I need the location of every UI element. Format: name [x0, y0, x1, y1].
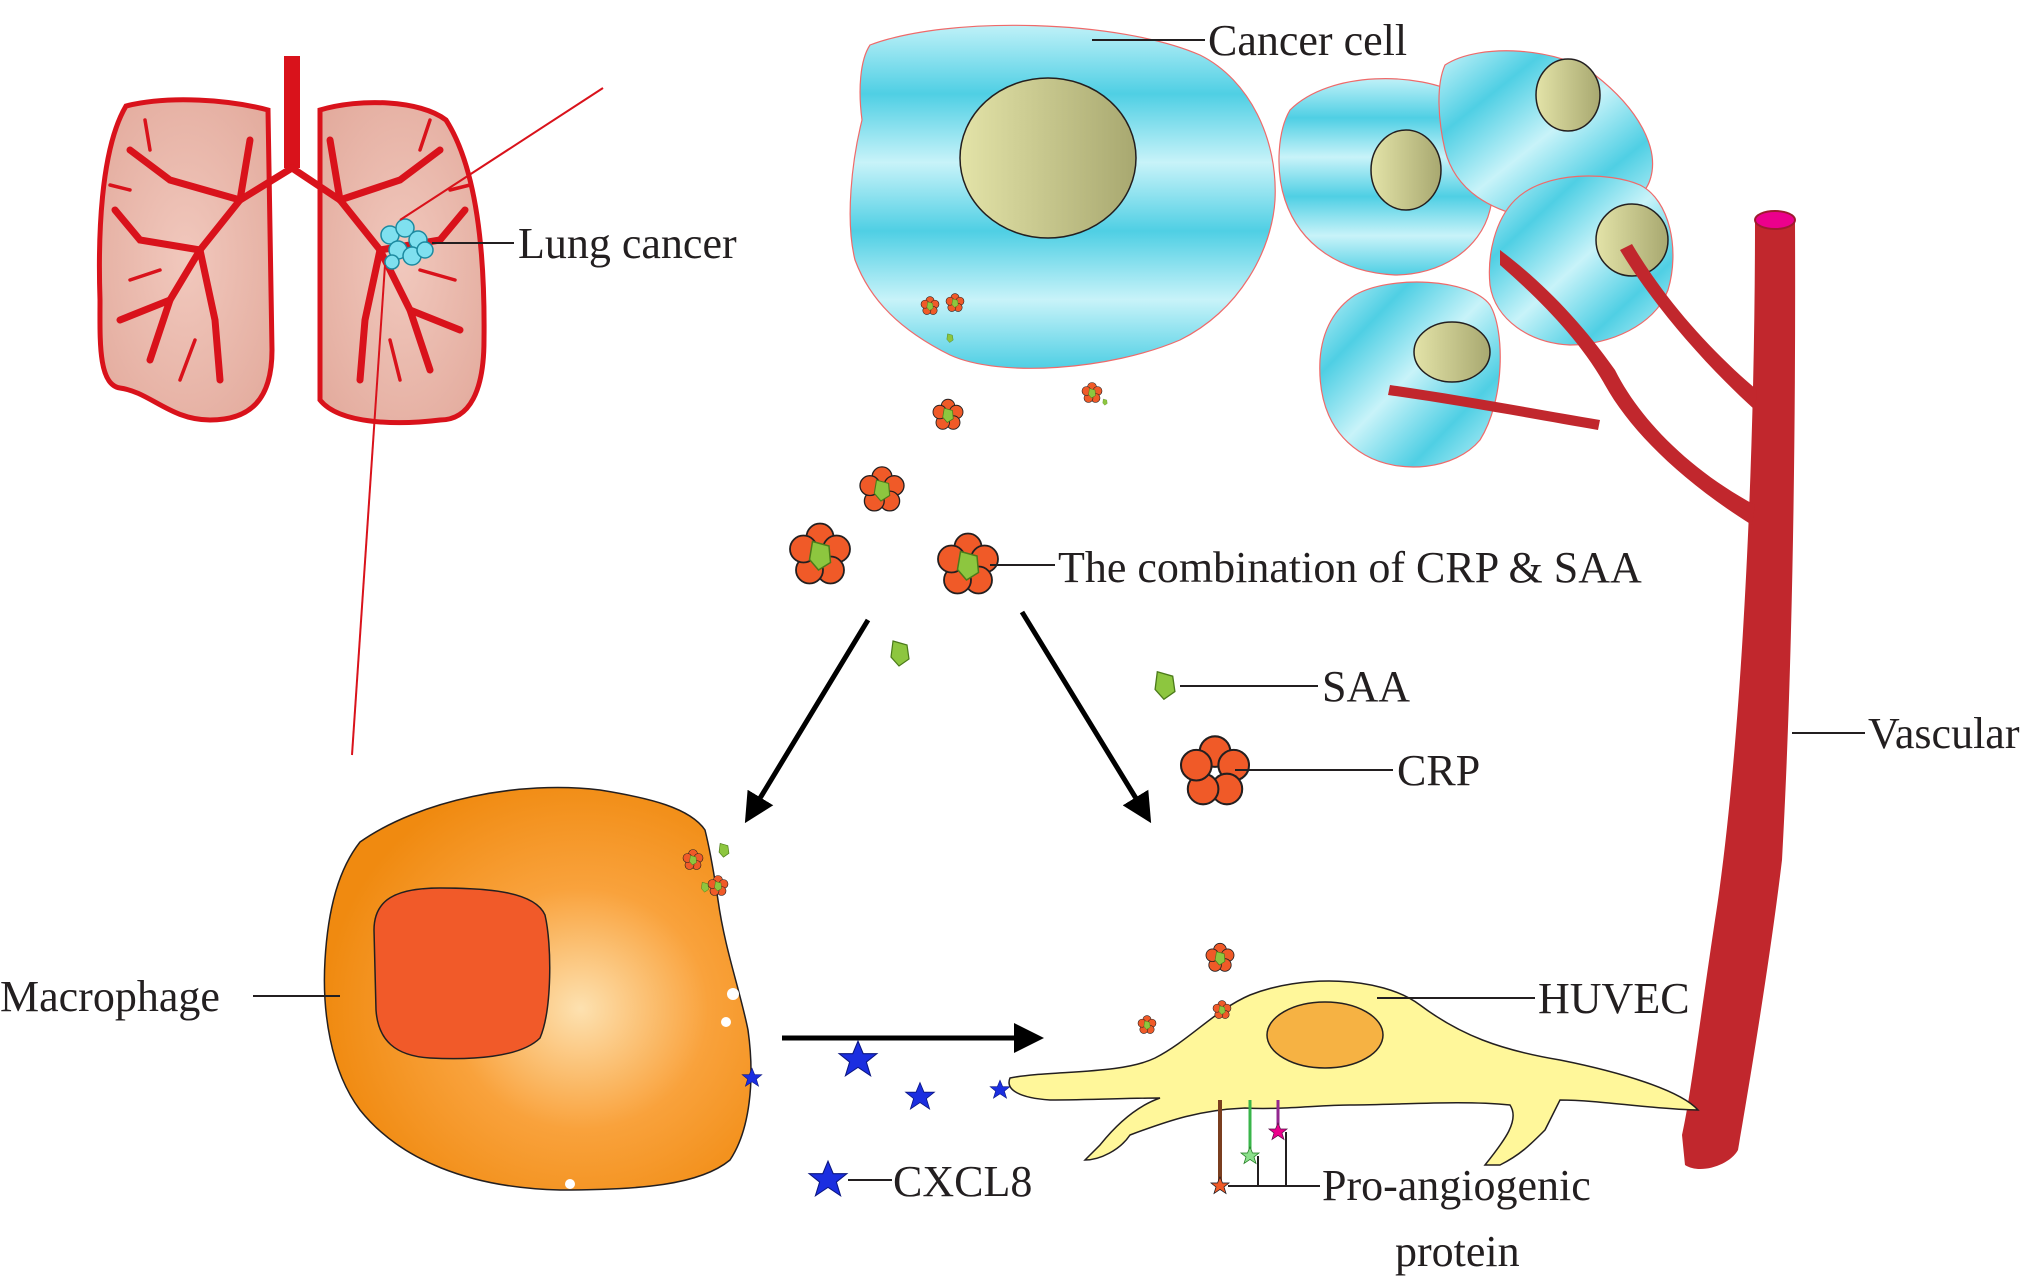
cancer-cell-icon: [849, 24, 1276, 369]
huvec-label: HUVEC: [1538, 974, 1690, 1023]
saa-icon: [1154, 671, 1176, 700]
macrophage-label: Macrophage: [0, 972, 220, 1021]
lung-cancer-label: Lung cancer: [518, 219, 737, 268]
vascular-label: Vascular: [1868, 709, 2020, 758]
blood-vessel-icon: [1388, 210, 1796, 1170]
macrophage-icon: [323, 786, 752, 1191]
cxcl8-legend-label: CXCL8: [893, 1157, 1032, 1206]
huvec-icon: [1008, 943, 1700, 1166]
pro-angiogenic-protein-icon: [1209, 1100, 1320, 1195]
lung-icon: [96, 56, 487, 426]
saa-legend-label: SAA: [1322, 662, 1410, 711]
crp-legend-label: CRP: [1397, 746, 1480, 795]
cancer-cell-label: Cancer cell: [1208, 16, 1407, 65]
pro-angiogenic-label-line1: Pro-angiogenic: [1322, 1161, 1591, 1210]
pro-angiogenic-label-line2: protein: [1395, 1227, 1520, 1276]
cancer-cell-cluster: [1278, 50, 1674, 468]
combination-label: The combination of CRP & SAA: [1058, 543, 1642, 592]
flow-arrows: [744, 610, 1152, 1053]
tumor-cluster-icon: [380, 218, 434, 270]
